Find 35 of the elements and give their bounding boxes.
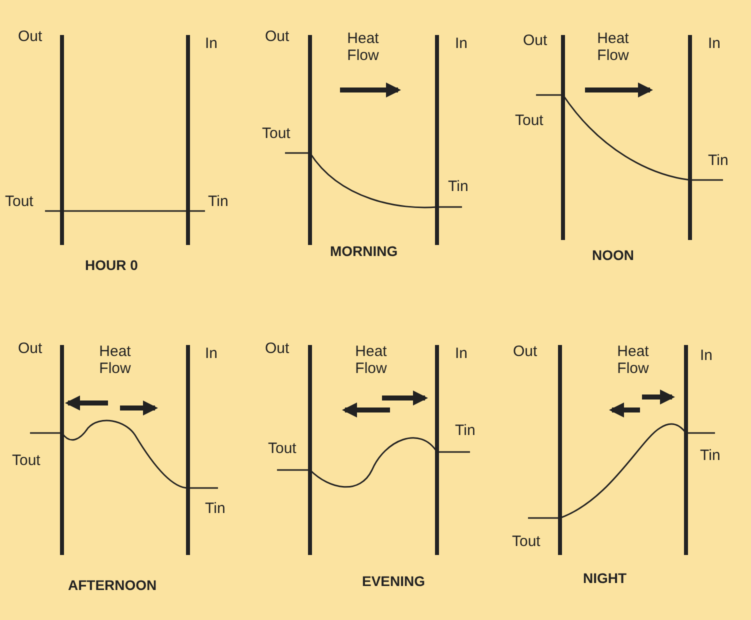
- side-label: In: [205, 345, 218, 362]
- panel-caption: NIGHT: [583, 570, 627, 587]
- temperature-label: Tout: [512, 533, 540, 550]
- heat-flow-label: Heat Flow: [98, 343, 132, 377]
- temperature-label: Tin: [700, 447, 720, 464]
- temperature-label: Tin: [208, 193, 228, 210]
- side-label: In: [455, 35, 468, 52]
- side-label: Out: [265, 28, 290, 45]
- side-label: Out: [265, 340, 290, 357]
- heat-flow-label: Heat Flow: [616, 343, 650, 377]
- side-label: Out: [18, 28, 42, 45]
- panel-caption: NOON: [592, 247, 634, 264]
- side-label: Out: [513, 343, 538, 360]
- panel-caption: HOUR 0: [85, 257, 138, 274]
- side-label: Out: [18, 340, 42, 357]
- side-label: In: [455, 345, 468, 362]
- temperature-label: Tin: [455, 422, 476, 439]
- temperature-label: Tin: [205, 500, 226, 517]
- panel-caption: EVENING: [362, 573, 426, 590]
- temperature-label: Tout: [268, 440, 296, 457]
- temperature-label: Tin: [448, 178, 468, 195]
- side-label: Out: [523, 32, 548, 49]
- temperature-label: Tout: [515, 112, 544, 129]
- panel-caption: AFTERNOON: [68, 577, 157, 594]
- temperature-label: Tout: [5, 193, 34, 210]
- heat-flow-label: Heat Flow: [596, 30, 630, 64]
- heat-flow-label: Heat Flow: [354, 343, 388, 377]
- temperature-label: Tout: [262, 125, 290, 142]
- side-label: In: [205, 35, 218, 52]
- temperature-label: Tout: [12, 452, 40, 469]
- heat-flow-label: Heat Flow: [346, 30, 380, 64]
- panel-caption: MORNING: [330, 243, 398, 260]
- side-label: In: [708, 35, 721, 52]
- side-label: In: [700, 347, 713, 364]
- temperature-label: Tin: [708, 152, 728, 169]
